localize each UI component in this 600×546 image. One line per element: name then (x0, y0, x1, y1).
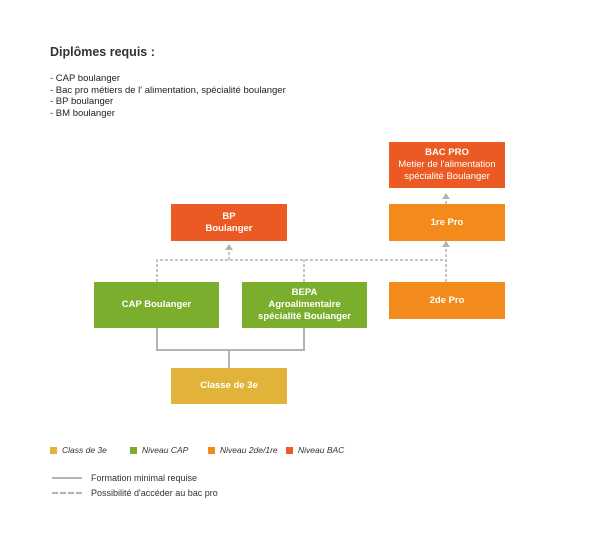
box-subtitle: Agroalimentaire (268, 299, 341, 310)
classe-3e-box: Classe de 3e (171, 368, 287, 404)
box-title: BP (222, 210, 236, 222)
bac-pro-box: BAC PRO Metier de l'alimentation spécial… (389, 142, 505, 188)
box-title: BAC PRO (425, 147, 469, 158)
legend-item: Niveau BAC (286, 445, 344, 455)
legend-label: Niveau CAP (142, 445, 189, 455)
box-subtitle: spécialité Boulanger (258, 311, 351, 322)
legend-label: Class de 3e (62, 445, 107, 455)
bp-box: BP Boulanger (171, 204, 287, 241)
box-subtitle: spécialité Boulanger (404, 171, 490, 182)
premiere-pro-box: 1re Pro (389, 204, 505, 241)
legend-swatch (130, 446, 137, 454)
seconde-pro-box: 2de Pro (389, 282, 505, 319)
dashed-connector (156, 259, 446, 282)
legend-swatch (50, 446, 57, 454)
legend-swatch (208, 446, 215, 454)
dashed-line-legend: Possibilité d'accéder au bac pro (52, 488, 218, 498)
solid-line-legend: Formation minimal requise (52, 473, 197, 483)
box-title: Classe de 3e (200, 380, 258, 391)
arrow-up-icon (225, 244, 233, 250)
legend-label: Niveau 2de/1re (220, 445, 278, 455)
requirement-item: - BM boulanger (50, 107, 115, 119)
legend-label: Possibilité d'accéder au bac pro (91, 488, 218, 498)
requirement-item: - BP boulanger (50, 96, 114, 107)
solid-line-swatch (52, 477, 82, 479)
requirement-item: - CAP boulanger (50, 73, 121, 84)
page-title: Diplômes requis : (50, 45, 155, 59)
box-title: BEPA (291, 287, 318, 298)
legend-item: Class de 3e (50, 445, 107, 455)
bepa-box: BEPA Agroalimentaire spécialité Boulange… (242, 282, 367, 328)
legend-item: Niveau CAP (130, 445, 188, 455)
box-title: 1re Pro (430, 216, 464, 228)
requirement-item: - Bac pro métiers de l' alimentation, sp… (50, 84, 286, 96)
box-subtitle: Metier de l'alimentation (398, 159, 496, 170)
cap-box: CAP Boulanger (94, 282, 219, 328)
box-title: CAP Boulanger (121, 299, 192, 310)
arrow-up-icon (442, 193, 450, 199)
requirements-list: - CAP boulanger - Bac pro métiers de l' … (50, 73, 286, 119)
legend-swatch (286, 446, 293, 454)
box-title: 2de Pro (429, 294, 465, 306)
dashed-line-swatch (52, 492, 82, 494)
box-subtitle: Boulanger (205, 222, 253, 234)
solid-connector (156, 328, 305, 351)
arrow-up-icon (442, 241, 450, 247)
legend-label: Niveau BAC (298, 445, 345, 455)
legend-item: Niveau 2de/1re (208, 445, 278, 455)
legend-label: Formation minimal requise (91, 473, 198, 483)
